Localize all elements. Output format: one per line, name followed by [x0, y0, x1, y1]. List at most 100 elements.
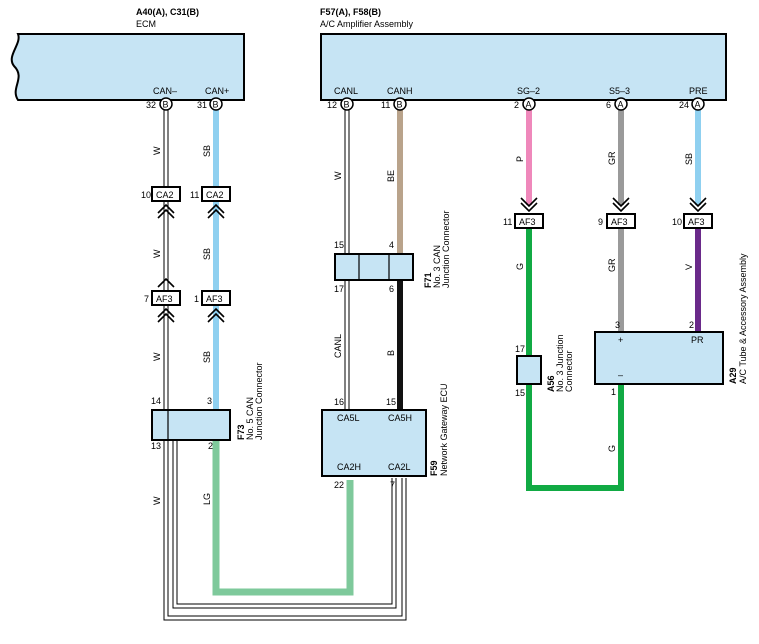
f59-network-gateway-ecu: CA5L CA5H CA2H CA2L 16 15 22 7 F59 Netwo… — [321, 383, 449, 490]
diagram-label: AF3 — [688, 217, 705, 227]
ecm-name: ECM — [136, 19, 156, 29]
wire-label-lg: LG — [202, 493, 212, 505]
ecm-pin-can-plus-label: CAN+ — [205, 86, 229, 96]
amplifier-name: A/C Amplifier Assembly — [320, 19, 414, 29]
diagram-label: A56 — [546, 375, 556, 392]
wire-label-w2: W — [152, 249, 162, 258]
amp-pin-canh-label: CANH — [387, 86, 413, 96]
diagram-label: 17 — [334, 284, 344, 294]
diagram-label: 11 — [190, 190, 199, 200]
diagram-label: 10 — [672, 217, 682, 227]
connector-af3-sg2: AF3 11 — [503, 197, 544, 229]
wire-label-gr1: GR — [607, 151, 617, 165]
a29-ac-tube-accessory: 3 2 1 + PR – A29 A/C Tube & Accessory As… — [594, 253, 748, 397]
diagram-label: Junction Connector — [441, 210, 451, 288]
diagram-label: 15 — [515, 388, 525, 398]
ecm-pin-31-conn: B — [213, 100, 219, 110]
ecm-pin-31-num: 31 — [197, 100, 207, 110]
connector-ca2-right: CA2 11 — [190, 186, 231, 219]
diagram-label: AF3 — [611, 217, 628, 227]
diagram-label: 9 — [598, 217, 603, 227]
amp-pin-6-conn: A — [618, 100, 624, 110]
ecm-pin-32-conn: B — [163, 100, 169, 110]
diagram-label: Connector — [564, 350, 574, 392]
wire-label-p: P — [515, 156, 525, 162]
diagram-label: No. 5 CAN — [245, 397, 255, 440]
diagram-label: F71 — [423, 272, 433, 288]
diagram-label: F73 — [236, 424, 246, 440]
wire-labels: W SB W SB W SB W LG W BE CANL B P GR SB … — [152, 145, 694, 505]
diagram-label: PR — [691, 335, 704, 345]
ecm-pin-32-num: 32 — [146, 100, 156, 110]
diagram-label: 14 — [151, 396, 161, 406]
diagram-label: 1 — [611, 387, 616, 397]
amp-pin-6-num: 6 — [606, 100, 611, 110]
diagram-label: F59 — [429, 460, 439, 476]
diagram-label: 3 — [615, 320, 620, 330]
diagram-label: No. 3 Junction — [555, 334, 565, 392]
diagram-label: No. 3 CAN — [432, 245, 442, 288]
diagram-label: 17 — [515, 344, 525, 354]
diagram-label: 16 — [334, 397, 344, 407]
diagram-label: 22 — [334, 480, 344, 490]
amp-pin-2-num: 2 — [514, 100, 519, 110]
diagram-label: Junction Connector — [254, 362, 264, 440]
amp-pin-24-conn: A — [695, 100, 701, 110]
diagram-label: 11 — [503, 217, 512, 227]
wire-label-sb3: SB — [202, 351, 212, 363]
amp-pin-12-conn: B — [344, 100, 350, 110]
connector-af3-pre: AF3 10 — [672, 197, 713, 229]
diagram-label: 7 — [144, 294, 149, 304]
f71-junction-connector: 15 4 17 6 F71 No. 3 CAN Junction Connect… — [334, 210, 451, 294]
diagram-label: A29 — [728, 367, 738, 384]
diagram-label: Network Gateway ECU — [439, 383, 449, 476]
diagram-label: 2 — [689, 320, 694, 330]
diagram-label: – — [618, 370, 623, 380]
wire-label-w5: W — [333, 171, 343, 180]
wire-label-gr2: GR — [607, 258, 617, 272]
wire-ecm-can-minus — [163, 110, 407, 621]
amplifier-box: F57(A), F58(B) A/C Amplifier Assembly CA… — [320, 7, 727, 111]
ecm-code: A40(A), C31(B) — [136, 7, 199, 17]
wire-label-g1: G — [515, 263, 525, 270]
diagram-label: A/C Tube & Accessory Assembly — [738, 253, 748, 384]
ecm-pin-can-minus-label: CAN– — [153, 86, 177, 96]
wire-label-sb2: SB — [202, 248, 212, 260]
diagram-label: CA2H — [337, 462, 361, 472]
diagram-label: 3 — [207, 396, 212, 406]
diagram-label: 13 — [151, 441, 161, 451]
wire-label-sb4: SB — [684, 153, 694, 165]
diagram-label: 10 — [141, 190, 151, 200]
a56-junction-connector: 17 15 A56 No. 3 Junction Connector — [515, 334, 574, 398]
wire-label-b: B — [386, 350, 396, 356]
diagram-label: CA2 — [156, 190, 174, 200]
diagram-label: 1 — [194, 294, 199, 304]
diagram-label: AF3 — [519, 217, 536, 227]
connector-af3-mid: AF3 1 — [194, 290, 231, 323]
ecm-box: A40(A), C31(B) ECM CAN– CAN+ 32 31 B B — [10, 7, 245, 111]
diagram-label: CA5L — [337, 413, 360, 423]
diagram-label: + — [618, 335, 623, 345]
diagram-label: AF3 — [156, 294, 173, 304]
wire-label-sb1: SB — [202, 145, 212, 157]
amp-pin-canl-label: CANL — [334, 86, 358, 96]
diagram-label: CA5H — [388, 413, 412, 423]
wire-label-be: BE — [386, 170, 396, 182]
diagram-label: 2 — [208, 441, 213, 451]
amp-pin-s53-label: S5–3 — [609, 86, 630, 96]
wire-inner-white — [172, 440, 397, 609]
wire-lg — [212, 440, 354, 596]
diagram-label: 7 — [390, 480, 395, 490]
diagram-label: CA2L — [388, 462, 411, 472]
wire-label-w3: W — [152, 352, 162, 361]
diagram-label: 4 — [389, 240, 394, 250]
wire-label-v: V — [684, 264, 694, 270]
diagram-label: CA2 — [206, 190, 224, 200]
amp-pin-12-num: 12 — [327, 100, 337, 110]
connector-af3-s53: AF3 9 — [598, 197, 636, 229]
connector-ca2-left: CA2 10 — [141, 186, 181, 219]
connector-af3-left: AF3 7 — [144, 277, 181, 323]
amp-pin-pre-label: PRE — [689, 86, 708, 96]
diagram-label: 6 — [389, 284, 394, 294]
